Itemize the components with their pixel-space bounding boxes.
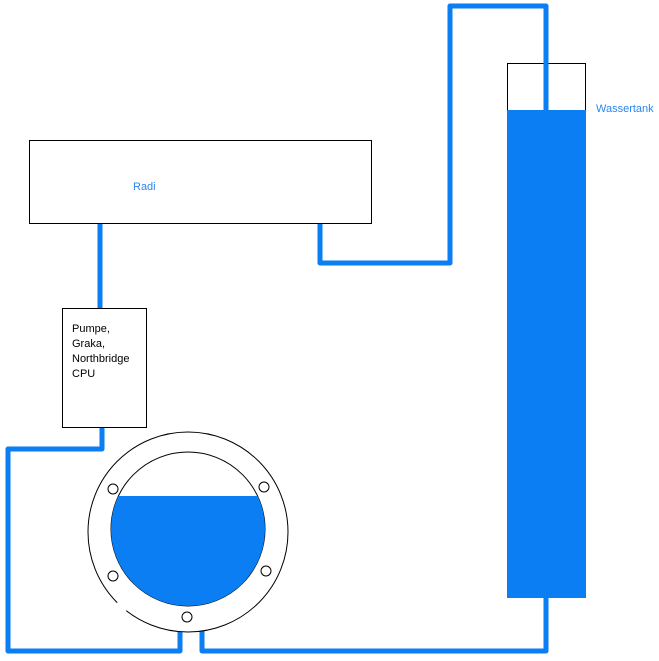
- ring-gap: [116, 601, 127, 613]
- bolt-icon: [181, 611, 193, 623]
- reservoir-bolts: [107, 481, 272, 623]
- bolt-icon: [258, 481, 270, 493]
- pump-box-line: Pumpe,: [72, 323, 110, 335]
- pump-box-line: Northbridge: [72, 353, 129, 365]
- pipe-reservoir-to-tank: [199, 597, 549, 654]
- bolt-icon: [107, 570, 119, 582]
- pump-gpu-cpu-box: [62, 308, 147, 428]
- pump-box-line: Graka,: [72, 338, 105, 350]
- radiator-box: [29, 140, 372, 224]
- pump-box-line: CPU: [72, 368, 95, 380]
- bolt-icon: [107, 483, 119, 495]
- pipe-pump-to-reservoir: [5, 427, 183, 654]
- bolt-icon: [260, 565, 272, 577]
- tank-water-fill: [507, 110, 586, 598]
- radiator-label: Radi: [133, 181, 156, 193]
- tank-label: Wassertank: [596, 103, 654, 115]
